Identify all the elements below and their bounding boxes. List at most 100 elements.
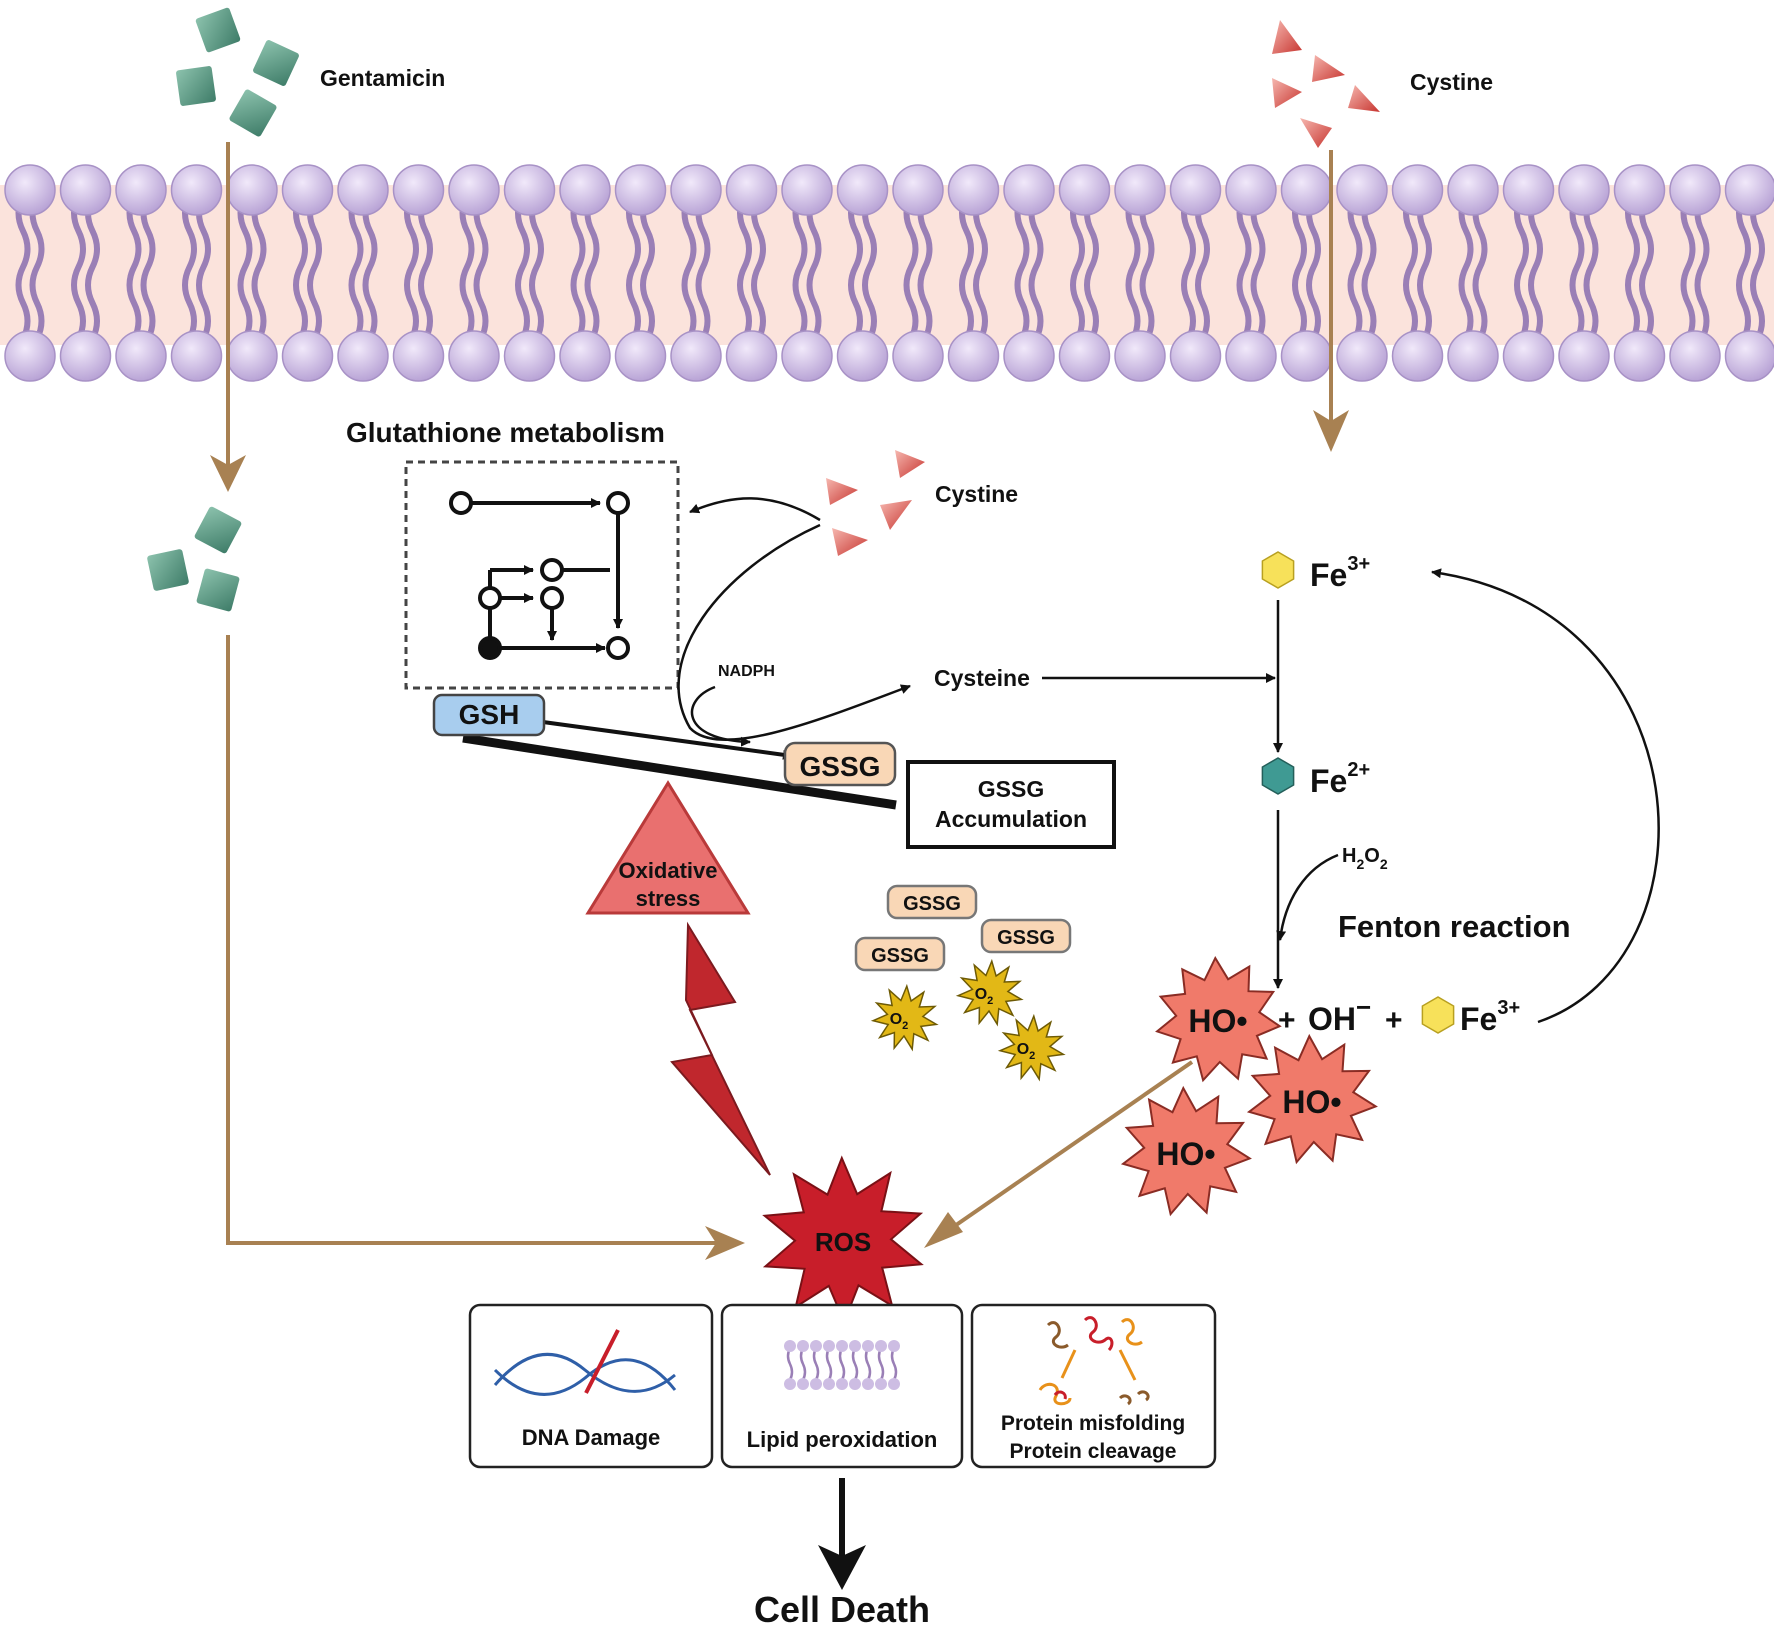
lipid-tail — [584, 192, 600, 342]
lipid-tail — [1028, 192, 1044, 342]
lipid-tail — [681, 192, 697, 342]
lipid-head — [1225, 164, 1277, 216]
h2o2-input-arrow — [1276, 853, 1339, 941]
ho-radical-3: HO• — [1156, 1136, 1215, 1172]
lipid-head — [1391, 164, 1444, 216]
radical-to-ros-arrow — [944, 1060, 1194, 1234]
mini-lipid-head — [784, 1378, 796, 1390]
lipid-tail — [973, 192, 988, 342]
lipid-head — [1502, 330, 1555, 382]
protein-cleavage-label: Protein cleavage — [1010, 1440, 1177, 1463]
cystine-molecules-top — [1272, 20, 1380, 148]
cysteine-label: Cysteine — [934, 665, 1030, 691]
fe3-hexagon-icon — [1261, 551, 1295, 589]
lipid-tail — [85, 192, 100, 342]
lipid-head — [1003, 164, 1055, 216]
lipid-head — [892, 330, 944, 382]
glutathione-metabolism-box — [404, 460, 680, 690]
lipid-tail — [1250, 192, 1266, 342]
lipid-head — [448, 330, 500, 382]
gssg-pills — [854, 884, 1072, 972]
lipid-tail — [251, 192, 267, 342]
cell-death-arrowhead — [818, 1545, 866, 1590]
lipid-tail — [307, 192, 322, 342]
mini-lipid-head — [836, 1340, 848, 1352]
mini-lipid-head — [797, 1378, 809, 1390]
lipid-head — [59, 330, 112, 382]
mini-lipid-head — [823, 1340, 835, 1352]
mini-lipid-tail — [864, 1347, 872, 1381]
mini-lipid-head — [836, 1378, 848, 1390]
lipid-head — [1613, 164, 1666, 216]
lipid-tail — [1472, 192, 1488, 342]
lipid-head — [670, 330, 722, 382]
lipid-bilayer-icon — [784, 1340, 900, 1390]
lipid-head — [448, 164, 500, 216]
lipid-tail — [362, 192, 378, 342]
lipid-tail — [1514, 192, 1529, 342]
mini-lipid-tail — [825, 1347, 833, 1381]
lipid-head — [1169, 164, 1222, 216]
lipid-tail — [71, 192, 86, 342]
gssg-main-box — [783, 741, 897, 787]
lipid-head — [1502, 164, 1555, 216]
fe3-bottom-hexagon-icon — [1421, 996, 1455, 1034]
h2o2-label: H2O2 — [1342, 845, 1388, 872]
lipid-tail — [1403, 192, 1418, 342]
cystine-molecules-mid — [826, 450, 925, 556]
lipid-tail — [751, 192, 766, 342]
ros-starburst — [762, 1155, 924, 1325]
lipid-head — [115, 164, 167, 216]
oxidative-stress-line1: Oxidative — [618, 858, 717, 883]
lipid-tail — [917, 192, 933, 342]
lipid-head — [1114, 330, 1166, 382]
membrane-tails — [15, 192, 1765, 342]
lipid-head — [559, 330, 611, 382]
lipid-tail — [237, 192, 253, 342]
membrane-heads-top — [4, 164, 1774, 216]
mini-lipid-head — [875, 1378, 887, 1390]
lipid-tail — [1625, 192, 1640, 342]
lipid-head — [1114, 164, 1166, 216]
nadph-label: NADPH — [718, 663, 775, 680]
lipid-head — [503, 330, 556, 382]
lipid-head — [1447, 330, 1499, 382]
lipid-tail — [293, 192, 308, 342]
ros-label: ROS — [815, 1227, 871, 1257]
lipid-tail — [1070, 192, 1085, 342]
lipid-tail — [1014, 192, 1030, 342]
mini-lipid-head — [810, 1340, 822, 1352]
lipid-head — [281, 164, 334, 216]
ho-starburst-3 — [1120, 1085, 1252, 1217]
mini-lipid-tail — [851, 1347, 859, 1381]
lipid-head — [226, 164, 278, 216]
lipid-head — [1391, 330, 1444, 382]
lipid-tail — [140, 192, 156, 342]
mini-lipid-head — [862, 1378, 874, 1390]
gssg-pill-1: GSSG — [903, 893, 961, 915]
o2-label-3: O2 — [1017, 1041, 1036, 1062]
lipid-tail — [459, 192, 475, 342]
lipid-head — [337, 330, 389, 382]
gssg-accumulation-line1: GSSG — [978, 776, 1044, 802]
mini-lipid-head — [888, 1340, 900, 1352]
fe2-label: Fe2+ — [1310, 759, 1370, 799]
gssg-accumulation-box — [906, 760, 1116, 849]
mini-lipid-head — [875, 1340, 887, 1352]
lipid-head — [1724, 330, 1774, 382]
lipid-tail — [196, 192, 211, 342]
lipid-head — [1003, 330, 1055, 382]
lipid-tail — [15, 192, 31, 342]
lipid-head — [4, 330, 56, 382]
lipid-peroxidation-label: Lipid peroxidation — [747, 1427, 938, 1452]
lipid-tail — [418, 192, 433, 342]
lipid-tail — [348, 192, 364, 342]
cell-death-label: Cell Death — [754, 1589, 930, 1626]
o2-starburst-2 — [870, 983, 939, 1052]
lipid-tail — [1569, 192, 1585, 342]
mini-lipid-tail — [890, 1347, 898, 1381]
fe3-bottom-label: Fe3+ — [1460, 997, 1520, 1037]
lipid-head — [170, 330, 223, 382]
cell-membrane — [0, 164, 1774, 382]
lipid-head — [392, 330, 445, 382]
